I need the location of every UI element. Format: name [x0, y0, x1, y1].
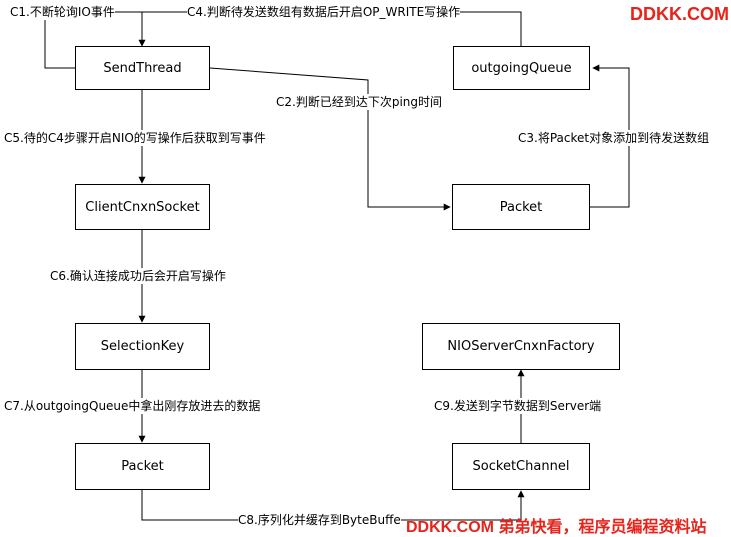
socket-channel-label: SocketChannel	[472, 459, 570, 474]
socket-channel-node: SocketChannel	[452, 443, 590, 490]
edge-c3-label: C3.将Packet对象添加到待发送数组	[518, 130, 710, 146]
send-thread-node: SendThread	[75, 46, 210, 90]
edge-c5-label: C5.待的C4步骤开启NIO的写操作后获取到写事件	[4, 130, 266, 146]
watermark-top: DDKK.COM	[630, 4, 729, 24]
packet-right-node: Packet	[452, 184, 590, 230]
edge-c9-label: C9.发送到字节数据到Server端	[434, 398, 602, 414]
edge-c6-label: C6.确认连接成功后会开启写操作	[50, 268, 226, 284]
client-cnxn-socket-label: ClientCnxnSocket	[85, 199, 200, 215]
nio-server-cnxn-factory-label: NIOServerCnxnFactory	[447, 339, 595, 354]
edge-c4-label: C4.判断待发送数组有数据后开启OP_WRITE写操作	[187, 4, 461, 20]
send-thread-label: SendThread	[103, 60, 182, 76]
edge-c7-label: C7.从outgoingQueue中拿出刚存放进去的数据	[4, 398, 261, 414]
outgoing-queue-node: outgoingQueue	[453, 46, 590, 90]
edge-c1-label: C1.不断轮询IO事件	[10, 4, 115, 20]
selection-key-label: SelectionKey	[100, 339, 185, 354]
outgoing-queue-label: outgoingQueue	[471, 60, 572, 76]
edge-c8-label: C8.序列化并缓存到ByteBuffe	[238, 512, 401, 528]
packet-right-label: Packet	[499, 199, 543, 215]
edge-c2-line	[209, 67, 451, 211]
packet-left-node: Packet	[75, 443, 210, 490]
client-cnxn-socket-node: ClientCnxnSocket	[75, 184, 210, 230]
watermark-bottom: DDKK.COM 弟弟快看，程序员编程资料站	[406, 519, 707, 536]
selection-key-node: SelectionKey	[75, 323, 210, 370]
packet-left-label: Packet	[121, 459, 164, 474]
edge-c2-label: C2.判断已经到达下次ping时间	[276, 94, 443, 110]
nio-server-cnxn-factory-node: NIOServerCnxnFactory	[422, 323, 620, 370]
